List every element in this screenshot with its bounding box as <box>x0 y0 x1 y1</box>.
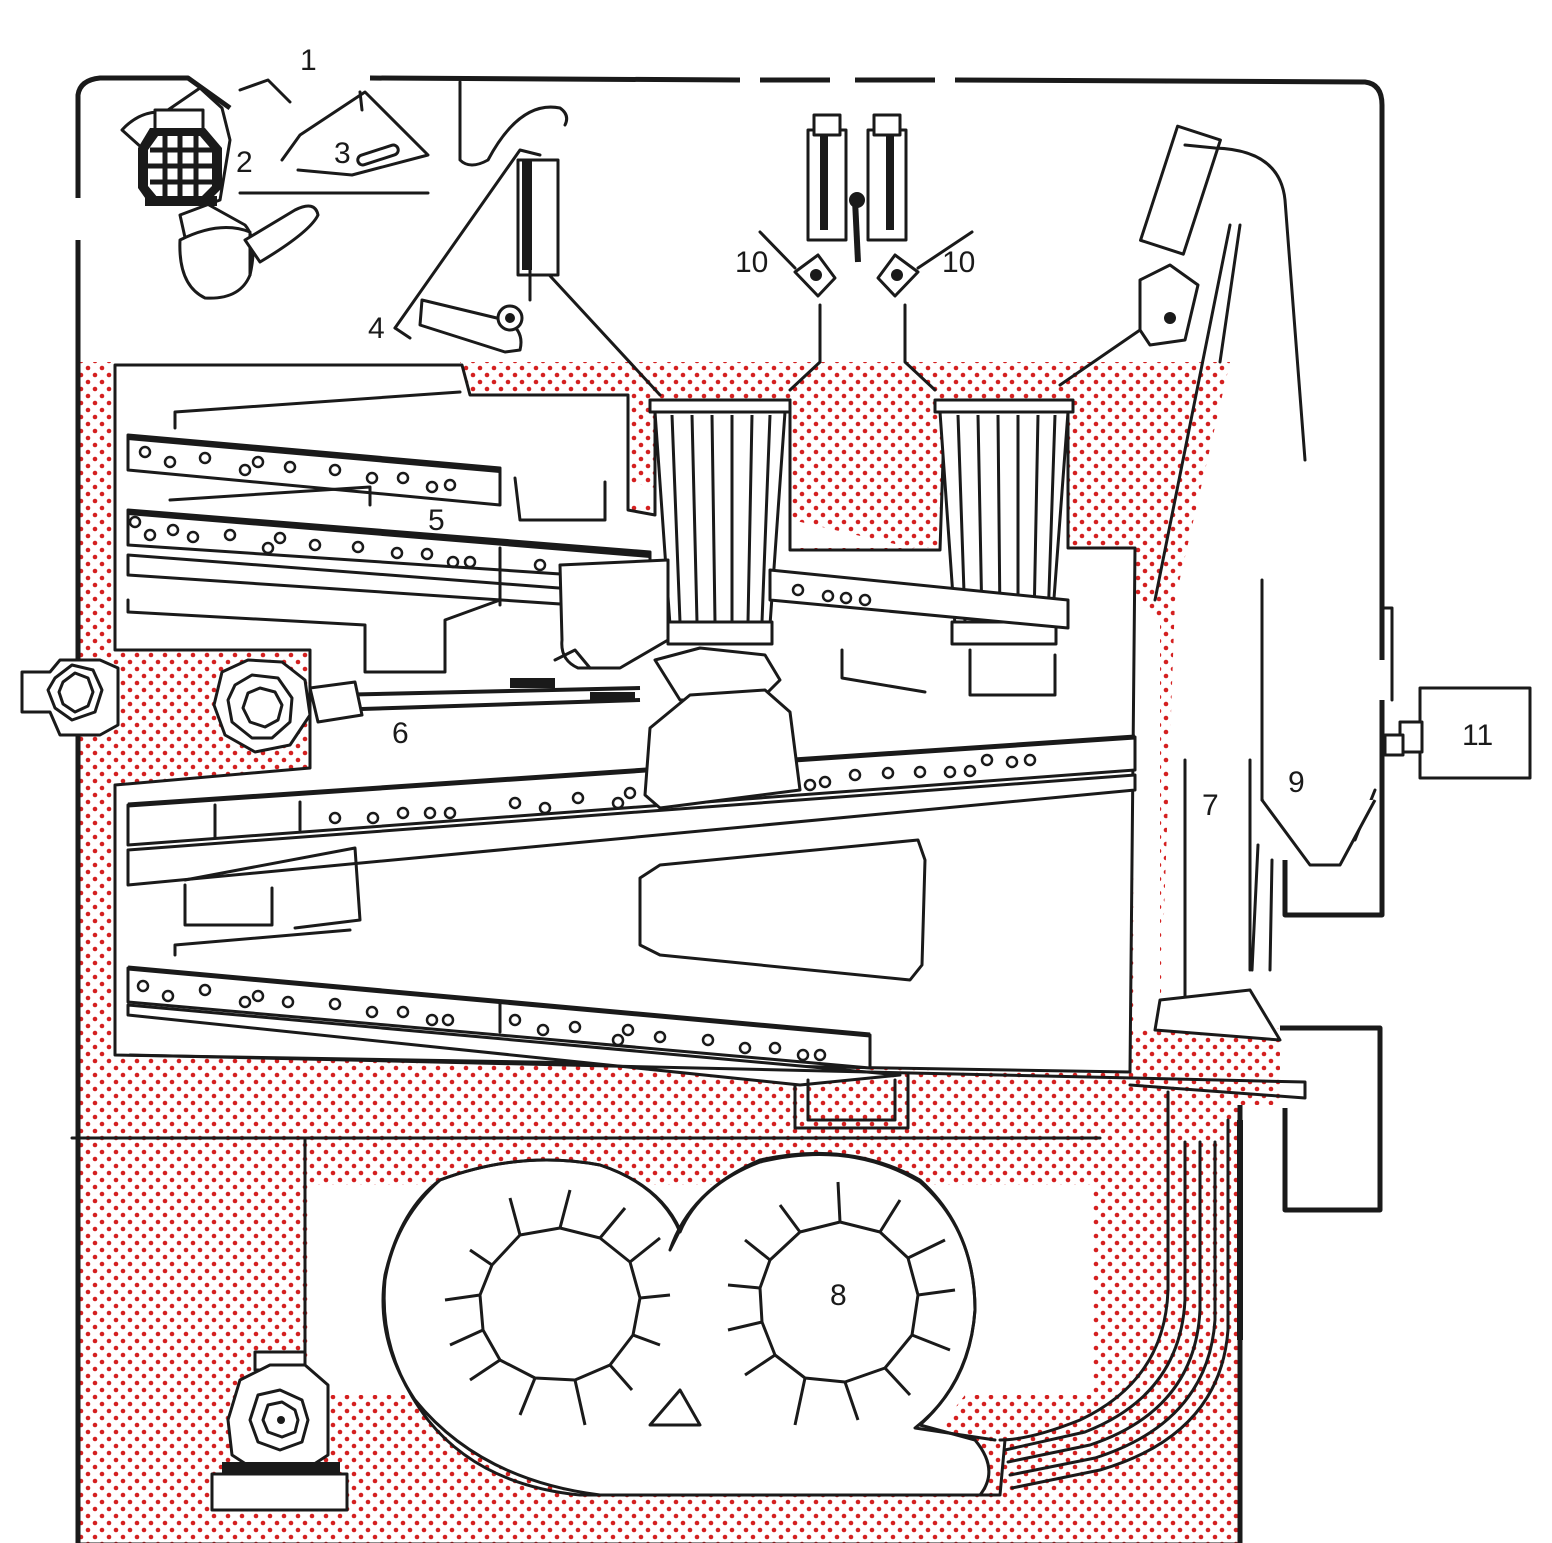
label-9: 9 <box>1288 766 1305 799</box>
radial-fans <box>381 1151 1007 1497</box>
label-2: 2 <box>236 146 253 179</box>
label-11: 11 <box>1462 719 1493 752</box>
fan-drive-motor-icon <box>210 1136 349 1512</box>
label-1: 1 <box>300 44 317 77</box>
feed-inlet <box>238 78 430 195</box>
label-10-left: 10 <box>735 246 768 279</box>
drive-rods <box>308 678 641 724</box>
label-4: 4 <box>368 312 385 345</box>
sieve-holes <box>128 445 1037 1062</box>
label-7: 7 <box>1202 789 1219 822</box>
fan-motor-icon <box>120 86 320 300</box>
exhaust-duct <box>998 1090 1243 1490</box>
filter-cartridge-icon <box>648 398 1075 646</box>
drive-motor-icon <box>1380 606 1532 780</box>
cyclone-icon <box>1058 124 1377 1042</box>
label-10-right: 10 <box>942 246 975 279</box>
lower-sieve-decks <box>126 734 1307 1130</box>
sieve-deck-icon <box>126 390 1070 697</box>
callout-labels: 1 2 3 4 5 6 7 8 9 10 10 11 <box>236 44 1493 1312</box>
central-nozzles <box>758 113 974 392</box>
label-5: 5 <box>428 504 445 537</box>
label-6: 6 <box>392 717 409 750</box>
eccentric-drives <box>20 658 312 754</box>
separator-blocks <box>553 558 927 982</box>
sieve-flap <box>393 148 662 397</box>
label-8: 8 <box>830 1279 847 1312</box>
label-3: 3 <box>334 137 351 170</box>
